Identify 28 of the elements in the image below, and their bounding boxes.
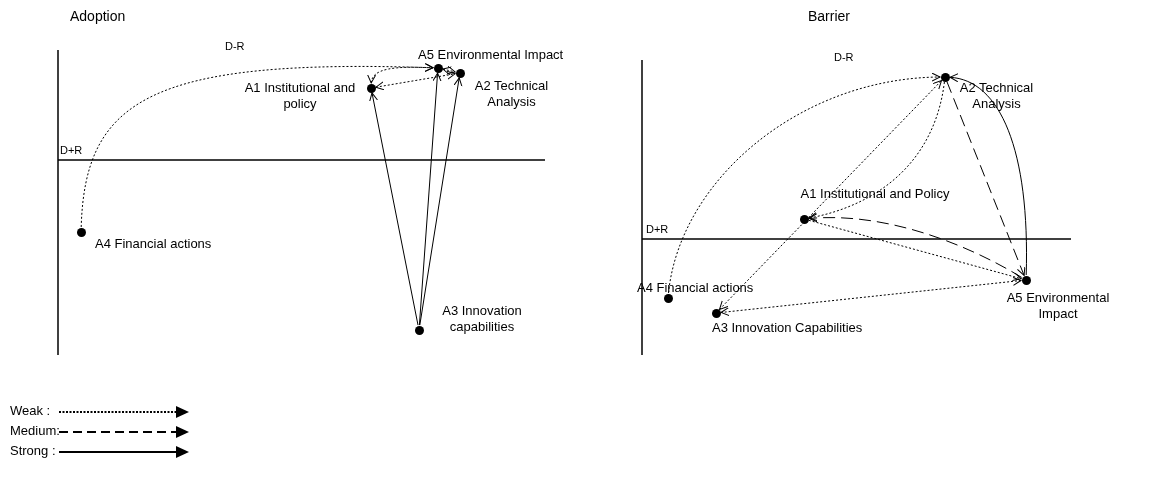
legend-label: Weak :: [10, 403, 52, 418]
arrow: [808, 81, 945, 221]
arrow: [80, 63, 434, 228]
arrow: [368, 63, 434, 84]
node-label: A2 Technical Analysis: [958, 80, 1035, 112]
node-label: A1 Institutional and Policy: [800, 186, 950, 202]
axis-label: D-R: [225, 40, 245, 52]
axis-label: D+R: [646, 223, 669, 235]
panel-title: Barrier: [808, 8, 850, 24]
arrow: [375, 70, 456, 91]
node-label: A1 Institutional and policy: [243, 80, 357, 112]
arrow: [418, 72, 442, 326]
node-label: A5 Environmental Impact: [418, 47, 565, 63]
panel-title: Adoption: [70, 8, 126, 24]
node-label: A3 Innovation capabilities: [441, 303, 523, 335]
axis-label: D+R: [60, 144, 83, 156]
arrow: [719, 80, 942, 310]
node-label: A2 Technical Analysis: [473, 78, 550, 110]
arrow: [668, 73, 941, 294]
node-label: A4 Financial actions: [95, 236, 213, 252]
arrow: [369, 92, 419, 326]
arrow: [419, 77, 463, 326]
legend-label: Strong :: [10, 443, 56, 458]
node-label: A5 Environmental Impact: [1005, 290, 1111, 322]
arrow: [720, 276, 1022, 317]
arrow: [442, 65, 456, 76]
axis-label: D-R: [834, 51, 854, 63]
node-label: A3 Innovation Capabilities: [712, 320, 864, 336]
